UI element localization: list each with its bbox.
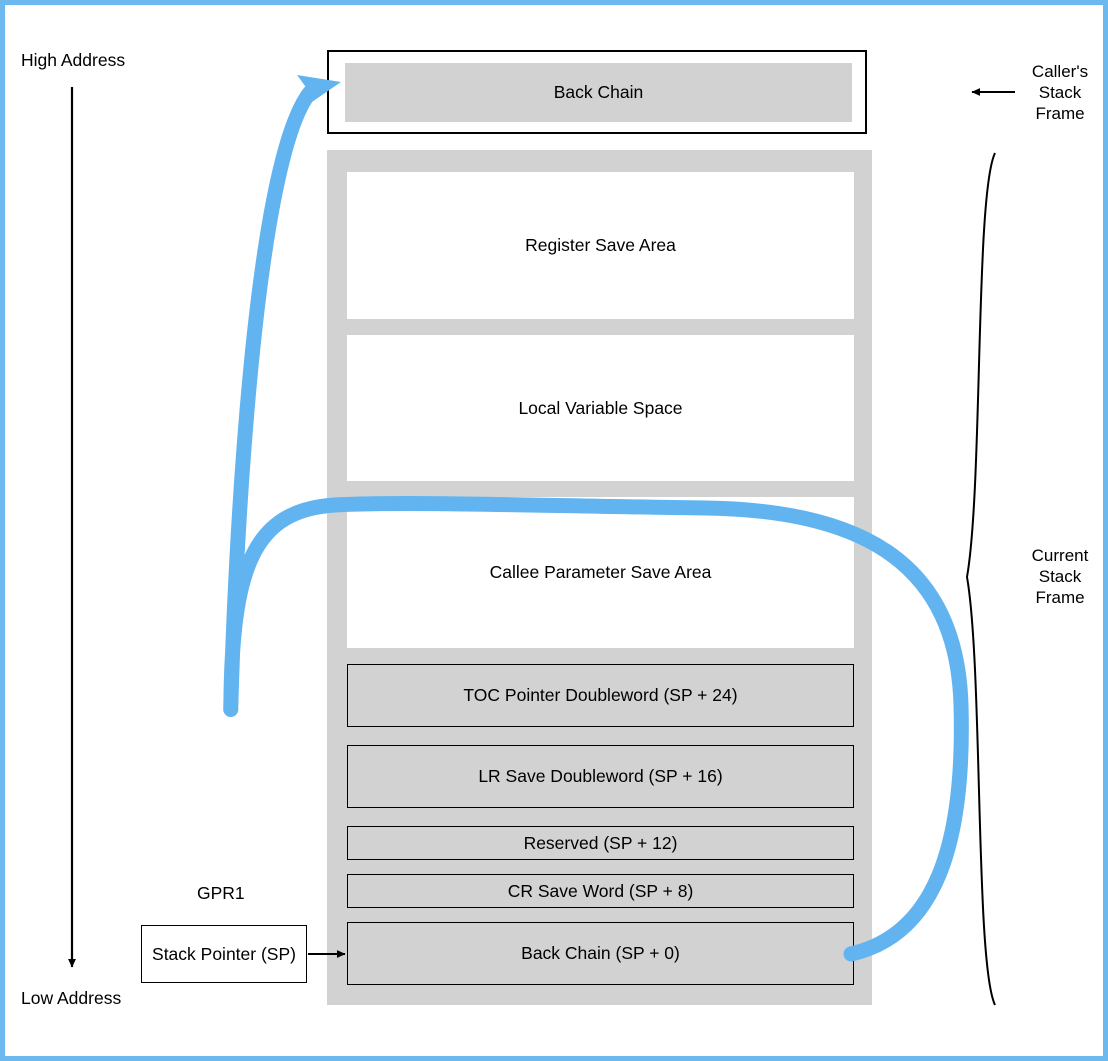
region-lr-save-doubleword: LR Save Doubleword (SP + 16)	[347, 745, 854, 808]
stack-pointer-box: Stack Pointer (SP)	[141, 925, 307, 983]
caller-stack-frame-annotation: Caller's Stack Frame	[1031, 62, 1089, 123]
region-back-chain-sp0: Back Chain (SP + 0)	[347, 922, 854, 985]
high-address-label: High Address	[21, 50, 126, 70]
region-local-variable-space: Local Variable Space	[347, 335, 854, 481]
low-address-label: Low Address	[21, 988, 122, 1008]
caller-back-chain-block: Back Chain	[345, 63, 852, 122]
diagram-canvas: High Address Low Address GPR1 Back Chain…	[5, 5, 1103, 1056]
gpr1-label: GPR1	[197, 883, 245, 903]
current-frame-brace	[965, 152, 996, 1006]
current-stack-frame-annotation: Current Stack Frame	[1031, 546, 1089, 607]
current-stack-frame: Register Save Area Local Variable Space …	[327, 150, 872, 1005]
region-cr-save-word: CR Save Word (SP + 8)	[347, 874, 854, 908]
region-reserved: Reserved (SP + 12)	[347, 826, 854, 860]
region-register-save-area: Register Save Area	[347, 172, 854, 319]
caller-stack-frame: Back Chain	[327, 50, 867, 134]
region-toc-pointer-doubleword: TOC Pointer Doubleword (SP + 24)	[347, 664, 854, 727]
region-callee-parameter-save-area: Callee Parameter Save Area	[347, 497, 854, 648]
